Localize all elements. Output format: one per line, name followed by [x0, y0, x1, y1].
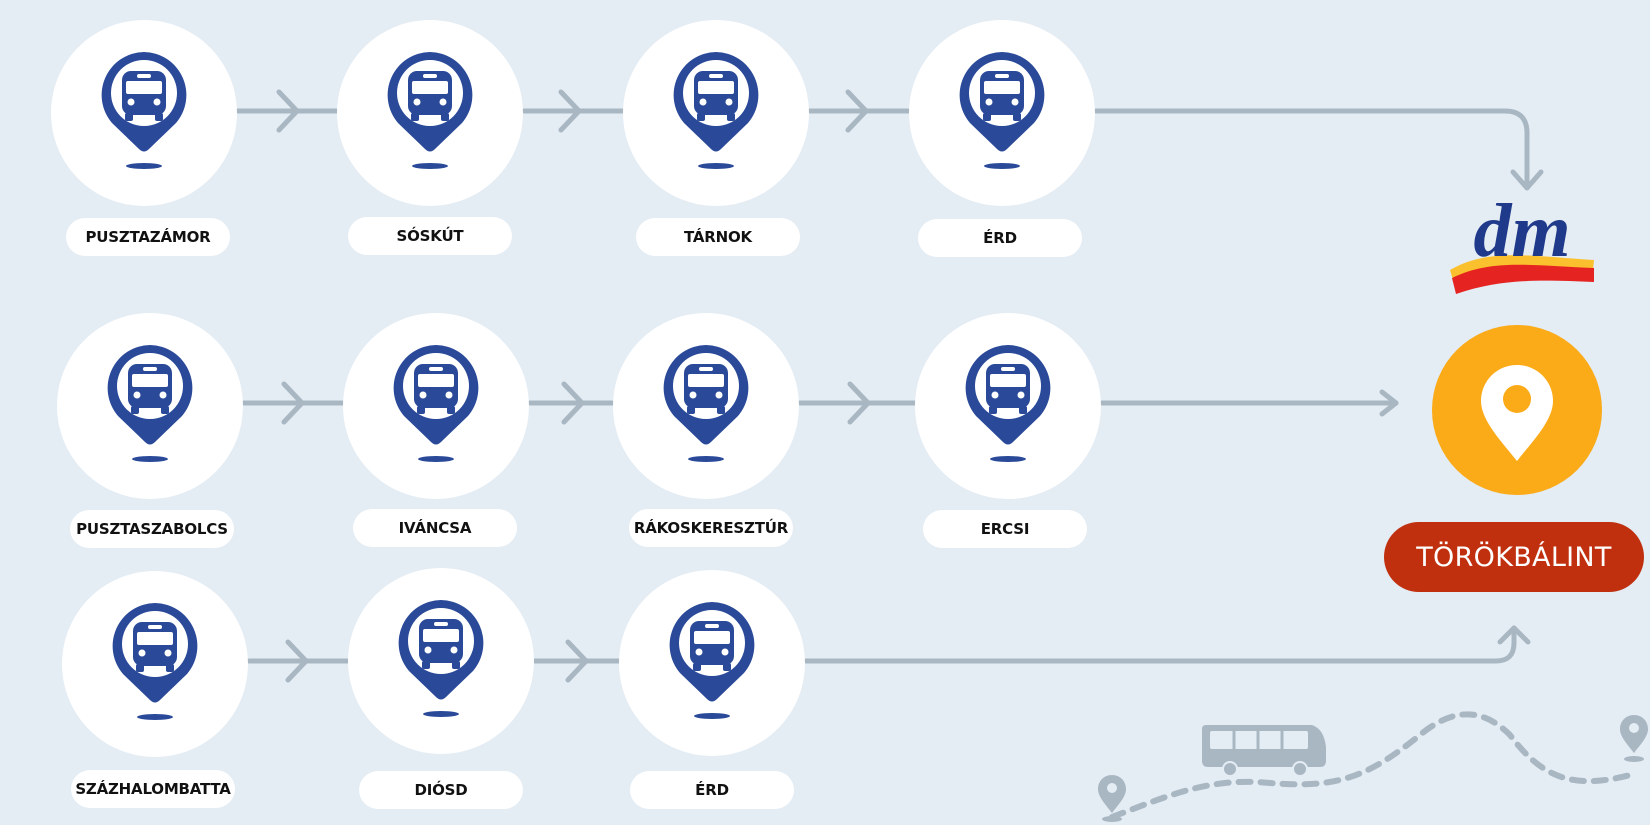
location-pin-icon — [1481, 365, 1553, 461]
arrowhead-r2-3 — [847, 381, 871, 425]
arrowhead-r1-1 — [276, 89, 300, 133]
bus-icon — [1202, 725, 1326, 777]
stop-rakoskeresztur — [613, 313, 799, 499]
arrowhead-r2-1 — [281, 381, 305, 425]
bus-stop-pin-icon — [956, 49, 1048, 173]
arrowhead-r1-3 — [845, 89, 869, 133]
bus-stop-pin-icon — [98, 49, 190, 173]
bus-stop-pin-icon — [109, 600, 201, 724]
stop-label: RÁKOSKERESZTÚR — [629, 509, 793, 547]
stop-label: ERCSI — [923, 510, 1087, 548]
stop-label: SZÁZHALOMBATTA — [71, 770, 235, 808]
connector-r1-to-logo — [1093, 108, 1530, 189]
stop-label: TÁRNOK — [636, 218, 800, 256]
destination-circle — [1432, 325, 1602, 495]
stop-erd-2 — [619, 570, 805, 756]
dm-logo-text: dm — [1473, 198, 1570, 273]
stop-erd-1 — [909, 20, 1095, 206]
destination-label: TÖRÖKBÁLINT — [1384, 522, 1644, 592]
bus-stop-pin-icon — [962, 342, 1054, 466]
stop-ercsi — [915, 313, 1101, 499]
bus-stop-pin-icon — [384, 49, 476, 173]
dashed-route-line — [1109, 711, 1633, 820]
bus-route-decoration — [1098, 711, 1648, 822]
connector-r3-to-destination — [803, 625, 1517, 664]
stop-label: PUSZTASZABOLCS — [70, 510, 234, 548]
bus-stop-pin-icon — [670, 49, 762, 173]
bus-stop-pin-icon — [395, 597, 487, 721]
map-pin-icon — [1620, 715, 1648, 762]
stop-label: IVÁNCSA — [353, 509, 517, 547]
stop-label: PUSZTAZÁMOR — [66, 218, 230, 256]
stop-pusztaszabolcs — [57, 313, 243, 499]
stop-label: SÓSKÚT — [348, 217, 512, 255]
bus-stop-pin-icon — [390, 342, 482, 466]
stop-label: ÉRD — [630, 771, 794, 809]
stop-pusztazamor — [51, 20, 237, 206]
dm-logo: dm — [1450, 198, 1594, 294]
stop-szazhalombatta — [62, 571, 248, 757]
bus-stop-pin-icon — [104, 342, 196, 466]
stop-tarnok — [623, 20, 809, 206]
arrowhead-r1-2 — [558, 89, 582, 133]
stop-label: ÉRD — [918, 219, 1082, 257]
arrowhead-r2-to-destination — [1379, 389, 1399, 417]
stop-soskut — [337, 20, 523, 206]
stop-ivancsa — [343, 313, 529, 499]
arrowhead-r3-1 — [285, 639, 309, 683]
map-pin-icon — [1098, 775, 1126, 822]
arrowhead-r2-2 — [561, 381, 585, 425]
arrowhead-r3-2 — [565, 639, 589, 683]
bus-stop-pin-icon — [666, 599, 758, 723]
arrowhead-r1-to-logo — [1510, 169, 1544, 191]
stop-diosd — [348, 568, 534, 754]
arrowhead-r3-to-destination — [1497, 625, 1531, 645]
stop-label: DIÓSD — [359, 771, 523, 809]
bus-stop-pin-icon — [660, 342, 752, 466]
